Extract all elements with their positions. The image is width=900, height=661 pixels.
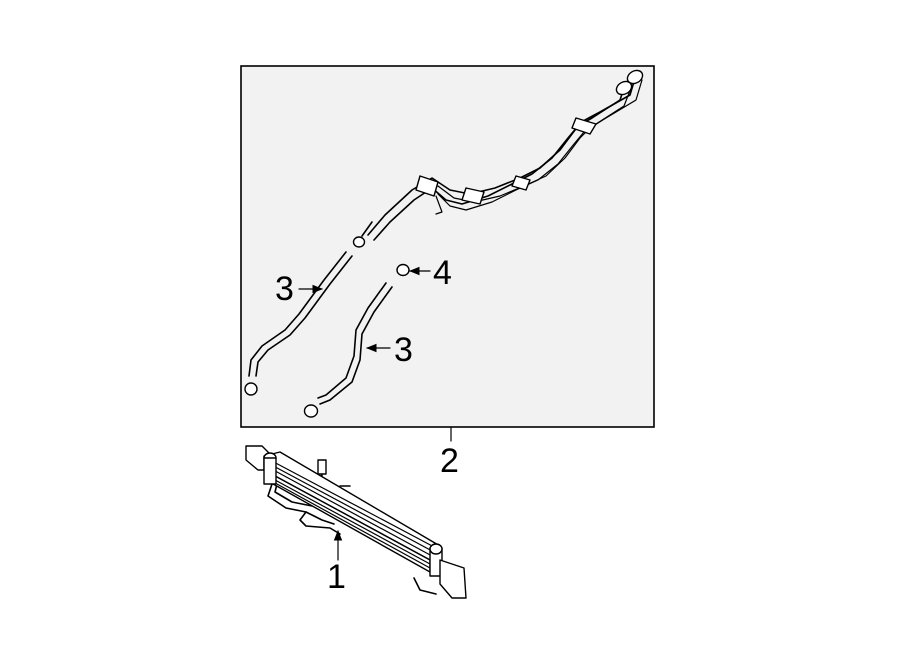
callout-1: 1: [327, 558, 346, 596]
hose-cap-bottom-right: [303, 404, 319, 418]
callout-2: 2: [440, 442, 459, 480]
callout-3-left: 3: [275, 270, 294, 308]
oil-cooler: [245, 445, 467, 599]
hose-cap-bottom-left: [244, 382, 258, 396]
cooler-lines-inset-box: [240, 65, 655, 428]
clamp-part: [396, 263, 410, 277]
hose-right: [317, 282, 393, 405]
hose-left: [248, 251, 353, 377]
hose-cap-top: [352, 236, 366, 248]
cooler-lines-assembly: [361, 69, 644, 241]
callout-4: 4: [433, 254, 452, 292]
callout-3-right: 3: [394, 331, 413, 369]
